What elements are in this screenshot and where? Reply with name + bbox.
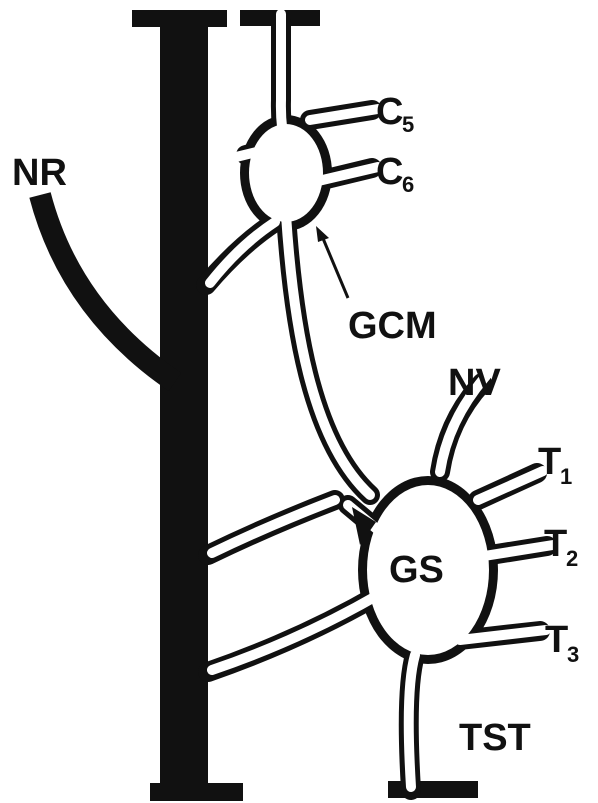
ganglion-cervical-middle — [249, 124, 323, 222]
label-t1-subscript: 1 — [560, 464, 572, 489]
spinal-cord — [132, 10, 243, 801]
label-c5-subscript: 5 — [402, 112, 414, 137]
gcm-arrow — [316, 226, 348, 298]
label-t1-main: T — [538, 441, 561, 483]
spinal-cord-bottom-cap — [150, 783, 243, 801]
label-c5: C 5 — [376, 91, 414, 137]
label-t1: T 1 — [538, 441, 572, 489]
nerve-root — [40, 195, 175, 382]
label-t2-main: T — [544, 523, 567, 565]
spinal-cord-column — [160, 18, 208, 796]
label-c6: C 6 — [376, 151, 414, 197]
label-c5-main: C — [376, 91, 403, 133]
label-gs: GS — [389, 549, 444, 591]
label-c6-subscript: 6 — [402, 172, 414, 197]
label-t3: T 3 — [545, 619, 579, 667]
label-gcm: GCM — [348, 305, 437, 347]
label-t3-subscript: 3 — [567, 642, 579, 667]
label-tst: TST — [459, 717, 531, 759]
label-t3-main: T — [545, 619, 568, 661]
label-t2: T 2 — [544, 523, 578, 571]
label-nv: NV — [448, 362, 501, 404]
label-nr: NR — [12, 152, 67, 194]
label-c6-main: C — [376, 151, 403, 193]
label-t2-subscript: 2 — [566, 546, 578, 571]
